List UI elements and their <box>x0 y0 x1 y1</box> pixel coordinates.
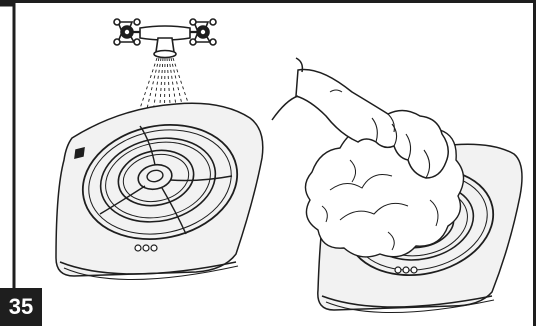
indicator-dots <box>395 267 417 273</box>
fan-grille-icon <box>56 103 263 279</box>
step-number-badge: 35 <box>0 288 42 326</box>
rinse-panel <box>56 19 263 280</box>
wipe-panel <box>272 58 522 313</box>
faucet-icon <box>114 19 216 58</box>
indicator-dots <box>135 245 157 251</box>
